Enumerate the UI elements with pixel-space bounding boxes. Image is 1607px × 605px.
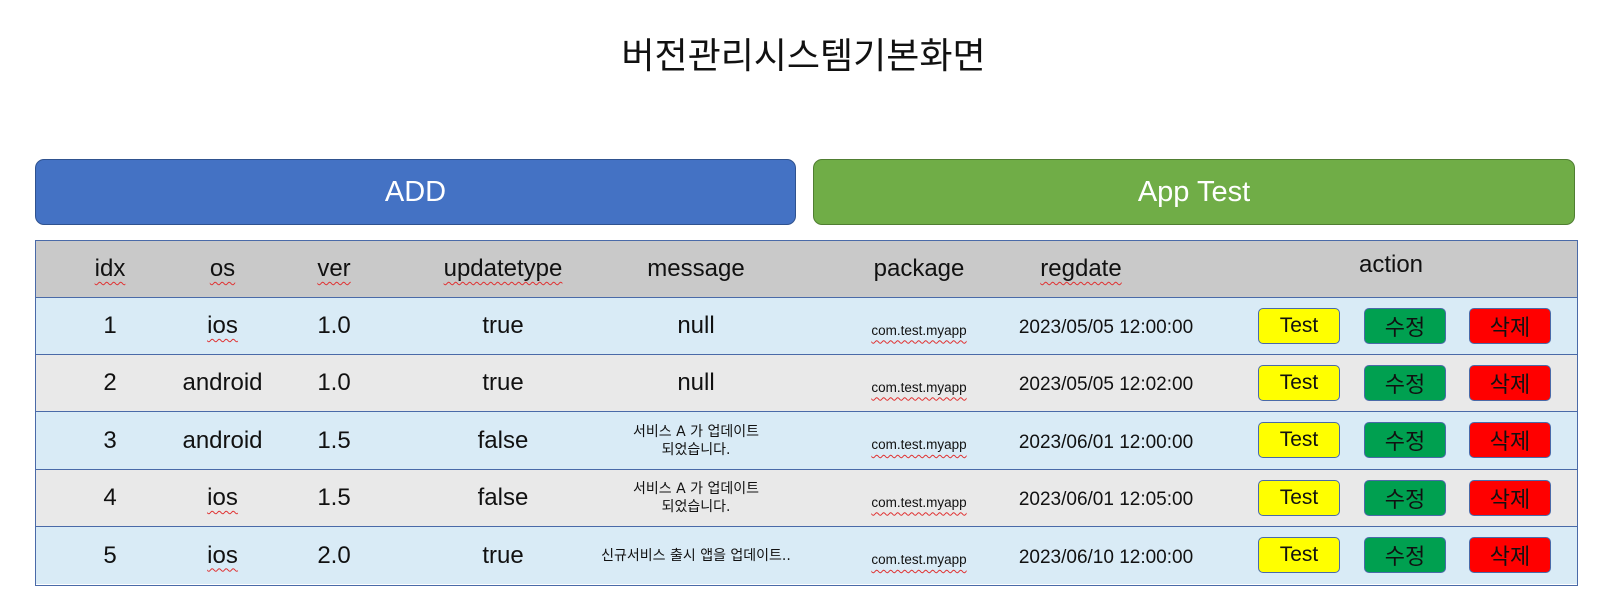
cell-updatetype: true <box>482 541 524 569</box>
table-header-row: idx os ver updatetype message package re… <box>36 241 1577 298</box>
cell-package: com.test.myapp <box>871 437 967 452</box>
test-button[interactable]: Test <box>1258 308 1340 344</box>
app-test-button-label: App Test <box>1137 175 1251 208</box>
cell-idx: 1 <box>103 312 117 339</box>
cell-idx: 4 <box>103 484 117 511</box>
cell-regdate: 2023/06/01 12:05:00 <box>1018 489 1194 510</box>
cell-updatetype: true <box>482 312 524 339</box>
cell-os: ios <box>207 484 238 511</box>
cell-package: com.test.myapp <box>871 494 967 510</box>
column-header-updatetype: updatetype <box>443 255 563 282</box>
cell-regdate: 2023/05/05 12:02:00 <box>1018 374 1194 395</box>
page-title: 버전관리시스템기본화면 <box>621 36 986 77</box>
delete-button[interactable]: 삭제 <box>1469 308 1551 344</box>
cell-ver: 1.5 <box>317 426 351 454</box>
cell-updatetype: true <box>482 369 524 396</box>
edit-button[interactable]: 수정 <box>1364 480 1446 516</box>
cell-idx: 3 <box>103 426 117 454</box>
delete-button[interactable]: 삭제 <box>1469 365 1551 401</box>
test-button[interactable]: Test <box>1258 480 1340 516</box>
cell-package: com.test.myapp <box>871 552 967 567</box>
cell-ver: 2.0 <box>317 541 351 569</box>
add-button-label: ADD <box>384 175 447 208</box>
edit-button[interactable]: 수정 <box>1364 537 1446 573</box>
column-header-message: message <box>647 255 745 282</box>
column-header-ver: ver <box>317 255 351 282</box>
table-row: 1 ios 1.0 true null com.test.myapp 2023/05/05 … <box>36 298 1577 355</box>
add-button[interactable]: ADD <box>35 159 796 225</box>
cell-ver: 1.5 <box>317 484 351 511</box>
app-test-button[interactable]: App Test <box>813 159 1575 225</box>
cell-message: 신규서비스 출시 앱을 업데이트.. <box>601 547 791 564</box>
cell-regdate: 2023/06/10 12:00:00 <box>1018 546 1194 568</box>
version-table: idx os ver updatetype message package re… <box>35 240 1578 586</box>
cell-os: ios <box>207 312 238 339</box>
cell-os: android <box>182 426 263 454</box>
table-row: 2 android 1.0 true null com.test.myapp 2023/05… <box>36 355 1577 412</box>
edit-button[interactable]: 수정 <box>1364 422 1446 458</box>
delete-button[interactable]: 삭제 <box>1469 480 1551 516</box>
delete-button[interactable]: 삭제 <box>1469 537 1551 573</box>
cell-idx: 2 <box>103 369 117 396</box>
cell-package: com.test.myapp <box>871 379 967 395</box>
cell-message: null <box>677 312 715 339</box>
test-button[interactable]: Test <box>1258 537 1340 573</box>
cell-updatetype: false <box>477 484 529 511</box>
cell-regdate: 2023/05/05 12:00:00 <box>1018 317 1194 338</box>
cell-message: 서비스 A 가 업데이트 되었습니다. <box>633 481 759 515</box>
column-header-os: os <box>209 255 236 282</box>
cell-regdate: 2023/06/01 12:00:00 <box>1018 431 1194 453</box>
table-row: 4 ios 1.5 false 서비스 A 가 업데이트 되었습니다. com.test.… <box>36 470 1577 527</box>
cell-os: ios <box>207 541 238 569</box>
cell-updatetype: false <box>477 426 529 454</box>
cell-idx: 5 <box>103 541 117 569</box>
delete-button[interactable]: 삭제 <box>1469 422 1551 458</box>
cell-package: com.test.myapp <box>871 322 967 338</box>
cell-ver: 1.0 <box>317 369 351 396</box>
test-button[interactable]: Test <box>1258 422 1340 458</box>
edit-button[interactable]: 수정 <box>1364 365 1446 401</box>
column-header-regdate: regdate <box>1040 255 1122 282</box>
cell-message: 서비스 A 가 업데이트 되었습니다. <box>633 423 759 458</box>
cell-os: android <box>182 369 263 396</box>
column-header-action: action <box>1358 251 1424 278</box>
column-header-idx: idx <box>94 255 126 282</box>
cell-message: null <box>677 369 715 396</box>
column-header-package: package <box>873 255 965 282</box>
edit-button[interactable]: 수정 <box>1364 308 1446 344</box>
cell-ver: 1.0 <box>317 312 351 339</box>
table-row: 3 android 1.5 false 서비스 A 가 업데이트 되었습니다. com.t… <box>36 412 1577 470</box>
test-button[interactable]: Test <box>1258 365 1340 401</box>
table-row: 5 ios 2.0 true 신규서비스 출시 앱을 업데이트.. com.test.my… <box>36 527 1577 584</box>
